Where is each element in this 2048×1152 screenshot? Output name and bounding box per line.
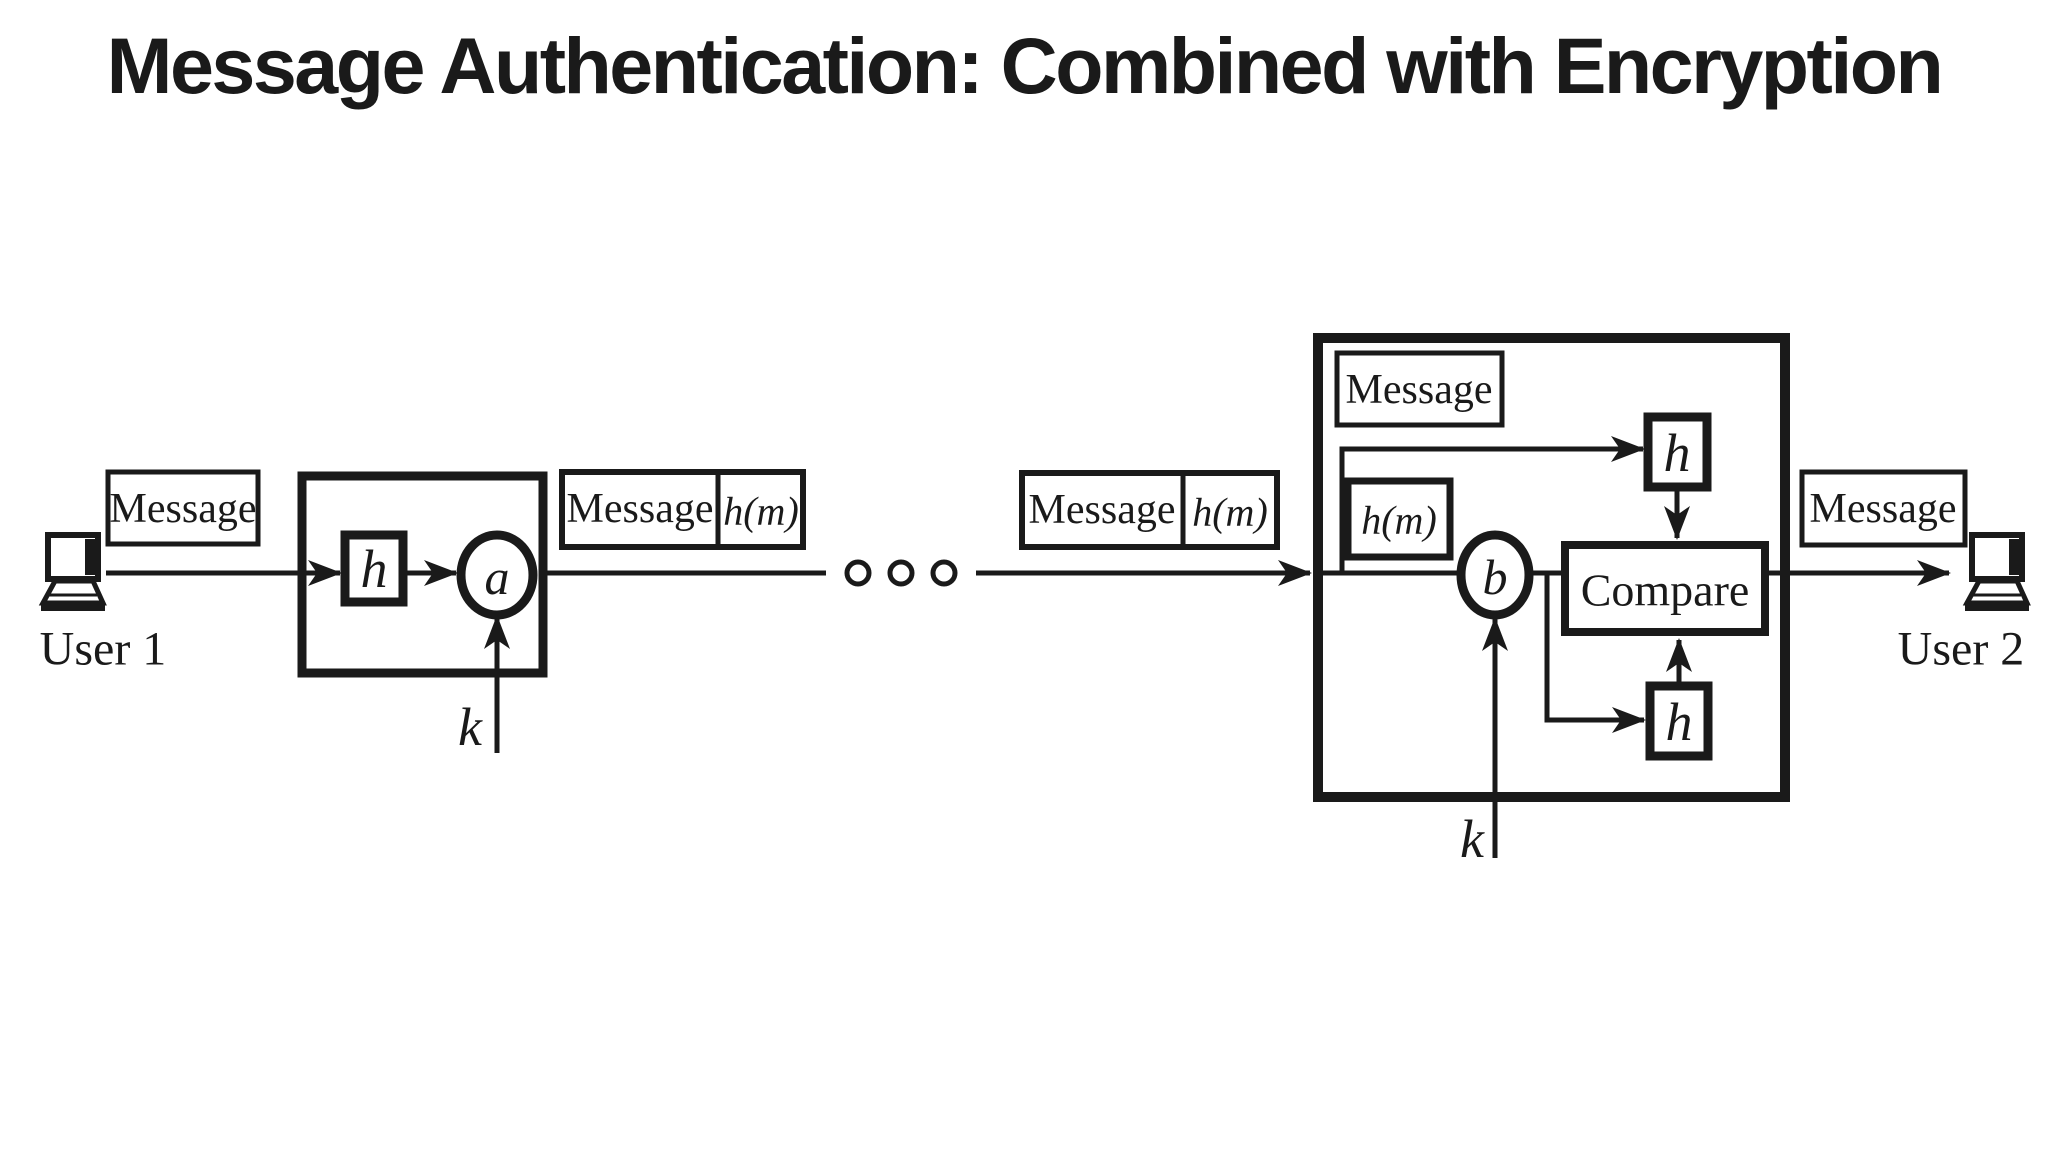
receiver-digest-label: h(m)	[1361, 498, 1437, 543]
arrow-decrypt-to-recomputed-hash	[1544, 574, 1646, 733]
packet1-box	[559, 469, 806, 550]
slide-title: Message Authentication: Combined with En…	[106, 21, 1944, 110]
packet1-message-label: Message	[567, 486, 714, 532]
compare-box	[1561, 541, 1769, 636]
output-message-box	[1799, 469, 1968, 548]
sender-encrypt-label: a	[485, 549, 510, 605]
output-message-label: Message	[1810, 486, 1957, 532]
sender-message-box	[105, 469, 261, 547]
sender-encrypt-circle	[456, 530, 538, 620]
receiver-recomputed-hash-box	[1645, 681, 1713, 761]
packet2-message-label: Message	[1029, 487, 1176, 533]
transmission-dot	[930, 559, 958, 587]
receiver-message-box	[1334, 350, 1505, 428]
sender-message-label: Message	[110, 486, 257, 532]
sender-hash-label: h	[361, 539, 388, 599]
transmission-dot	[844, 559, 872, 587]
receiver-key-label: k	[1460, 809, 1485, 869]
user2-label: User 2	[1898, 623, 2025, 676]
receiver-message-label: Message	[1346, 367, 1493, 413]
receiver-decrypt-circle	[1456, 530, 1534, 620]
transmission-dots	[844, 559, 958, 587]
receiver-recomputed-hash-label: h	[1666, 692, 1693, 752]
packet2-digest-label: h(m)	[1192, 490, 1268, 535]
user2-computer-icon	[1965, 535, 2029, 611]
sender-key-label: k	[458, 697, 483, 757]
receiver-digest-box	[1344, 477, 1454, 561]
receiver-decrypt-label: b	[1483, 549, 1508, 605]
receiver-hash-box	[1643, 412, 1712, 492]
sender-hash-box	[340, 530, 408, 607]
receiver-hash-label: h	[1664, 423, 1691, 483]
user1-label: User 1	[40, 623, 167, 676]
user1-computer-icon	[41, 535, 105, 611]
packet2-box	[1019, 470, 1280, 550]
arrow-message-branch-to-hash	[1339, 436, 1645, 571]
compare-label: Compare	[1581, 565, 1750, 616]
packet1-digest-label: h(m)	[723, 489, 799, 534]
transmission-dot	[887, 559, 915, 587]
